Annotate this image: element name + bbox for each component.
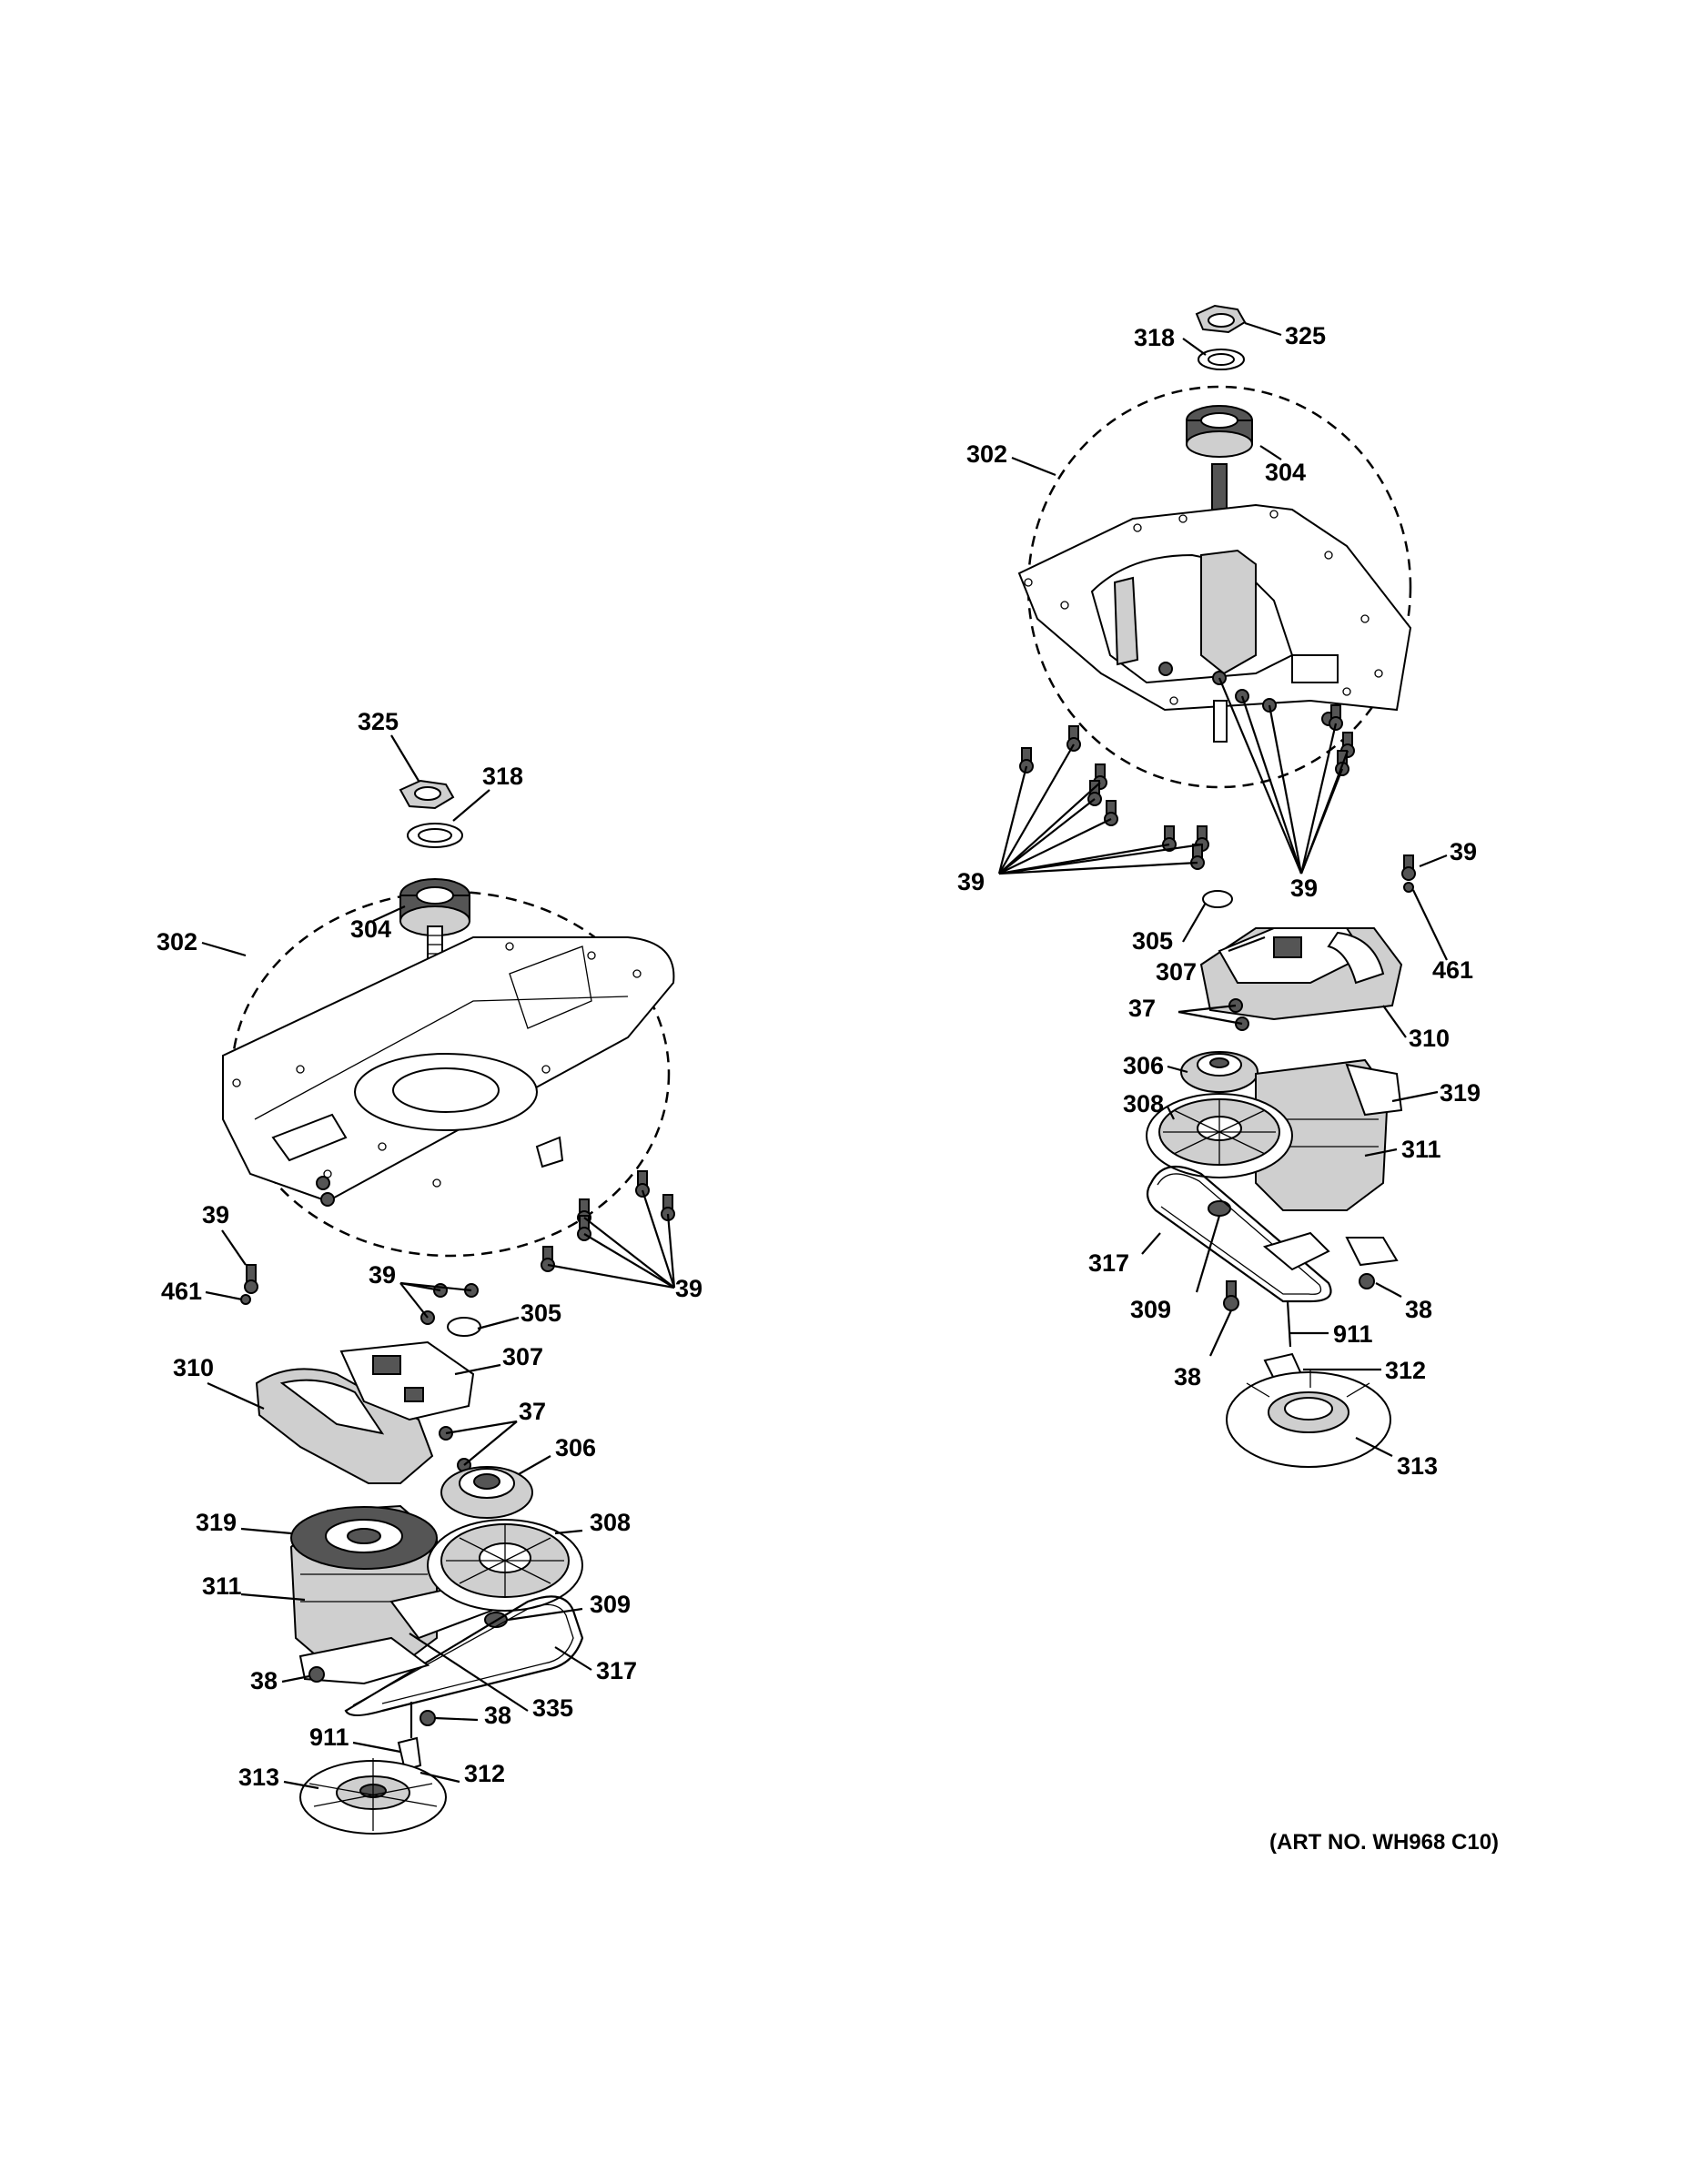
left-label-311: 311 <box>202 1572 242 1600</box>
left-label-39-b: 39 <box>369 1261 396 1289</box>
left-label-325: 325 <box>358 708 399 735</box>
right-nut-325 <box>1195 304 1247 334</box>
right-label-305: 305 <box>1132 927 1173 955</box>
right-label-313: 313 <box>1397 1452 1438 1480</box>
left-label-39-c: 39 <box>675 1275 702 1302</box>
left-dashed-circle <box>230 890 671 1258</box>
left-label-306: 306 <box>555 1434 596 1461</box>
left-label-304: 304 <box>350 915 391 943</box>
right-label-312: 312 <box>1385 1357 1426 1384</box>
right-screw-461 <box>1401 854 1416 893</box>
left-label-318: 318 <box>482 763 523 790</box>
right-label-911: 911 <box>1333 1320 1373 1348</box>
left-label-305: 305 <box>521 1299 561 1327</box>
left-label-309: 309 <box>590 1591 631 1618</box>
left-screw-461 <box>240 1264 258 1305</box>
right-label-461: 461 <box>1432 956 1473 984</box>
right-screws-38 <box>1223 1273 1375 1311</box>
left-label-38-b: 38 <box>484 1702 511 1729</box>
left-leader-lines <box>201 734 676 1790</box>
left-label-313: 313 <box>238 1764 279 1791</box>
left-label-308: 308 <box>590 1509 631 1536</box>
left-pulley-306 <box>440 1466 533 1519</box>
right-motor-311 <box>1255 1058 1403 1211</box>
right-clip-911 <box>1263 1300 1303 1380</box>
right-fan-313 <box>1226 1370 1391 1468</box>
left-label-461: 461 <box>161 1278 202 1305</box>
left-base-plate <box>222 936 675 1203</box>
right-label-37: 37 <box>1128 995 1156 1022</box>
left-label-38-a: 38 <box>250 1667 278 1694</box>
left-bracket-335 <box>298 1636 430 1685</box>
right-label-302: 302 <box>966 440 1007 468</box>
left-label-312: 312 <box>464 1760 505 1787</box>
right-disc-308 <box>1146 1093 1293 1178</box>
left-screws-39-cluster <box>541 1170 675 1272</box>
left-screws-38 <box>308 1666 436 1726</box>
left-assembly: 325 318 302 304 39 461 39 305 39 310 307… <box>157 708 702 1835</box>
left-label-37: 37 <box>519 1398 546 1425</box>
right-cover-310 <box>1199 927 1403 1021</box>
right-ring-305 <box>1202 890 1233 908</box>
left-label-319: 319 <box>196 1509 237 1536</box>
right-label-307: 307 <box>1156 958 1197 986</box>
left-fan-313 <box>299 1758 447 1835</box>
left-disc-308 <box>427 1519 583 1612</box>
right-labels: 318 325 302 304 39 39 39 461 305 307 37 … <box>957 322 1481 1480</box>
right-assembly: 318 325 302 304 39 39 39 461 305 307 37 … <box>957 304 1481 1480</box>
right-label-39-a: 39 <box>957 868 985 895</box>
right-bearing-304 <box>1186 405 1253 458</box>
right-label-311: 311 <box>1401 1136 1441 1163</box>
left-ring-305 <box>447 1317 481 1337</box>
right-label-319: 319 <box>1440 1079 1481 1107</box>
left-nut-325 <box>399 779 455 810</box>
right-label-39-c: 39 <box>1450 838 1477 865</box>
right-label-304: 304 <box>1265 459 1306 486</box>
right-label-309: 309 <box>1130 1296 1171 1323</box>
right-leader-lines <box>997 321 1448 1457</box>
left-plate-screws <box>316 1176 335 1207</box>
art-number: (ART NO. WH968 C10) <box>1269 1830 1499 1855</box>
left-bracket-307 <box>339 1340 475 1421</box>
left-label-335: 335 <box>532 1694 573 1722</box>
right-label-317: 317 <box>1088 1249 1129 1277</box>
left-label-307: 307 <box>502 1343 543 1370</box>
right-label-325: 325 <box>1285 322 1326 349</box>
right-label-39-b: 39 <box>1290 875 1318 902</box>
right-base-plate <box>1017 503 1412 743</box>
left-clip-911 <box>397 1702 422 1772</box>
right-label-38-a: 38 <box>1405 1296 1432 1323</box>
right-label-308: 308 <box>1123 1090 1164 1117</box>
left-label-302: 302 <box>157 928 197 956</box>
right-nut-309 <box>1208 1200 1231 1217</box>
right-belt-317 <box>1146 1165 1332 1303</box>
right-label-306: 306 <box>1123 1052 1164 1079</box>
left-label-317: 317 <box>596 1657 637 1684</box>
left-cover-310 <box>255 1368 434 1484</box>
left-labels: 325 318 302 304 39 461 39 305 39 310 307… <box>157 708 702 1791</box>
right-shaft <box>1211 463 1228 511</box>
right-dashed-circle <box>1026 385 1412 789</box>
left-label-911: 911 <box>309 1724 349 1751</box>
left-label-39-a: 39 <box>202 1201 229 1228</box>
right-screws-39-cluster <box>1019 725 1209 870</box>
left-motor-311 <box>289 1504 493 1666</box>
right-pulley-306 <box>1180 1051 1258 1093</box>
right-label-318: 318 <box>1134 324 1175 351</box>
right-label-38-b: 38 <box>1174 1363 1201 1390</box>
left-label-310: 310 <box>173 1354 214 1381</box>
right-label-310: 310 <box>1409 1025 1450 1052</box>
